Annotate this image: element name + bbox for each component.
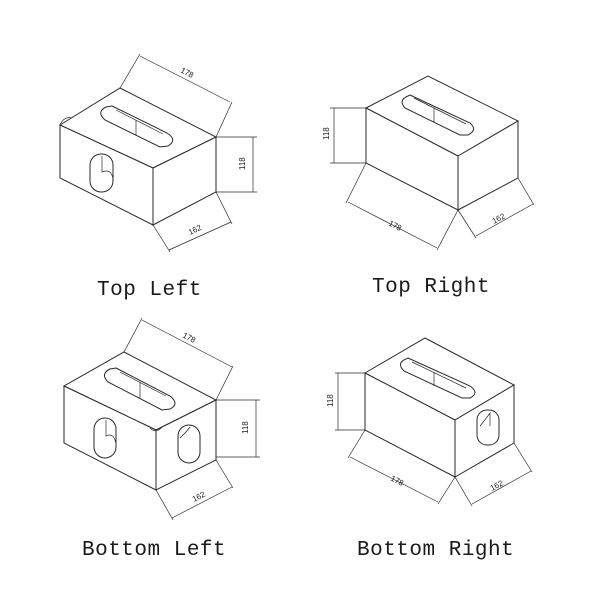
corner-casting-bottom-right-svg: 118 178 162 — [326, 337, 533, 507]
side-slot-left-icon — [93, 417, 117, 459]
dimension-118: 118 — [322, 107, 366, 164]
svg-text:162: 162 — [491, 211, 507, 225]
dimension-118: 118 — [326, 372, 365, 431]
dimension-118: 118 — [216, 399, 260, 458]
side-slot-icon — [89, 153, 114, 193]
svg-text:118: 118 — [238, 157, 247, 170]
top-slot-icon — [104, 367, 176, 411]
top-slot-icon — [401, 94, 474, 136]
svg-text:178: 178 — [179, 66, 195, 80]
corner-casting-top-left-svg: 178 118 162 — [58, 53, 257, 253]
svg-text:162: 162 — [187, 223, 203, 237]
svg-text:118: 118 — [241, 421, 250, 434]
drawing-bottom-right: 118 178 162 — [310, 330, 550, 530]
side-slot-right-icon — [476, 409, 500, 446]
svg-text:178: 178 — [387, 219, 403, 233]
drawing-bottom-left: 178 118 162 — [40, 310, 280, 530]
caption-bottom-right: Bottom Right — [357, 539, 515, 562]
caption-top-left: Top Left — [97, 279, 202, 302]
drawing-top-right: 118 178 162 — [310, 60, 550, 260]
corner-casting-bottom-left-svg: 178 118 162 — [62, 317, 260, 521]
svg-text:178: 178 — [181, 331, 197, 345]
svg-text:118: 118 — [322, 127, 331, 140]
svg-text:118: 118 — [326, 394, 335, 407]
svg-text:162: 162 — [191, 489, 207, 503]
dimension-118: 118 — [216, 136, 257, 193]
caption-bottom-left: Bottom Left — [82, 539, 227, 562]
side-slot-right-icon — [177, 424, 201, 464]
top-slot-icon — [100, 105, 174, 148]
corner-casting-top-right-svg: 118 178 162 — [322, 75, 535, 251]
svg-text:178: 178 — [389, 474, 405, 488]
top-slot-icon — [400, 357, 476, 399]
caption-top-right: Top Right — [372, 276, 490, 299]
drawing-top-left: 178 118 162 — [40, 40, 280, 260]
svg-text:162: 162 — [489, 478, 505, 492]
